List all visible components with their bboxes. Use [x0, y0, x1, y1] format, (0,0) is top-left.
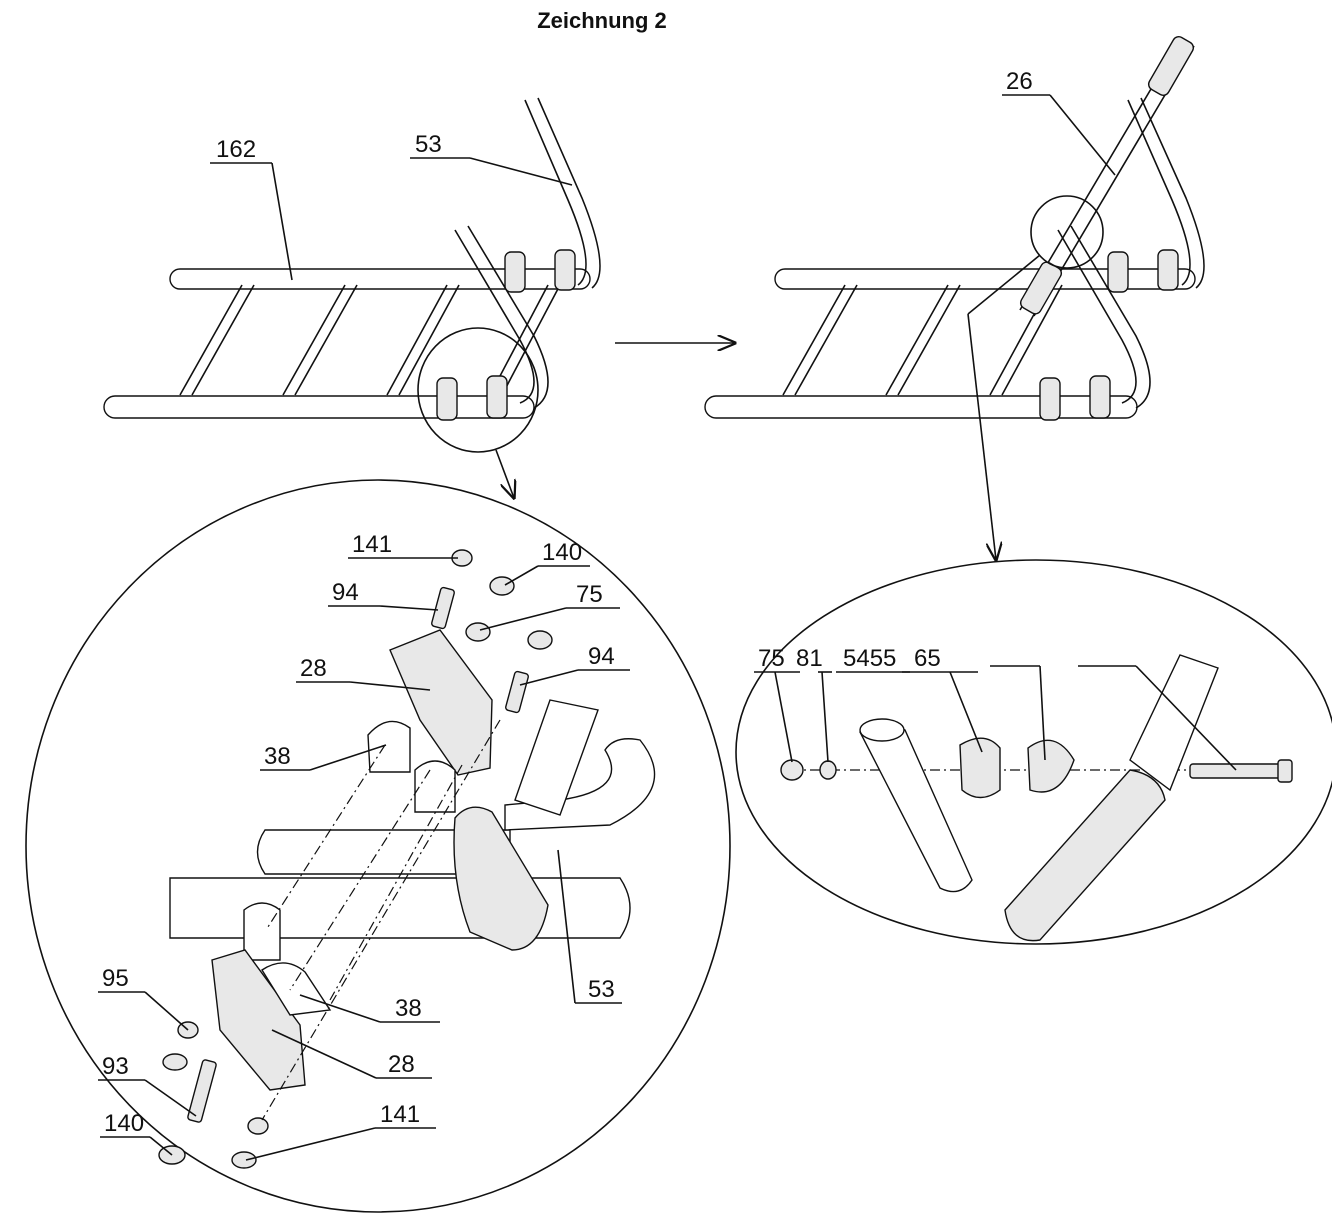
- label-94-b: 94: [588, 643, 615, 670]
- label-94-a: 94: [332, 579, 359, 606]
- label-140-b: 140: [104, 1110, 144, 1137]
- label-53-bottom: 53: [588, 976, 615, 1003]
- label-53-top: 53: [415, 131, 442, 158]
- label-38-b: 38: [395, 995, 422, 1022]
- label-26: 26: [1006, 68, 1033, 95]
- label-38-a: 38: [264, 743, 291, 770]
- ladder-right: [704, 36, 1205, 560]
- ladder-left: [103, 97, 601, 498]
- label-140-a: 140: [542, 539, 582, 566]
- label-5455: 5455: [843, 645, 896, 672]
- label-81: 81: [796, 645, 823, 672]
- label-28-b: 28: [388, 1051, 415, 1078]
- label-95: 95: [102, 965, 129, 992]
- label-93: 93: [102, 1053, 129, 1080]
- label-28-a: 28: [300, 655, 327, 682]
- label-141-b: 141: [380, 1101, 420, 1128]
- drawing-title: Zeichnung 2: [537, 8, 667, 33]
- label-75-b: 75: [758, 645, 785, 672]
- detail-left: [25, 479, 731, 1213]
- leader-lines: [98, 94, 1237, 1161]
- part-labels: 162 53 26 141 140 94 75 94 28 38 95 38 2…: [102, 68, 1033, 1137]
- label-162: 162: [216, 136, 256, 163]
- detail-right: [735, 559, 1332, 945]
- label-75-a: 75: [576, 581, 603, 608]
- label-65: 65: [914, 645, 941, 672]
- label-141-a: 141: [352, 531, 392, 558]
